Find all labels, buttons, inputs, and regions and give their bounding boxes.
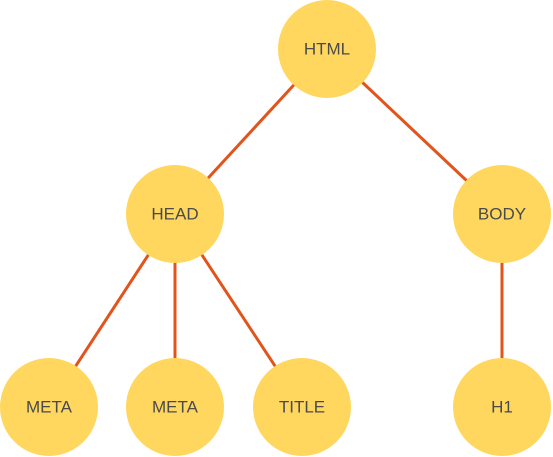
node-h1: H1 bbox=[453, 358, 551, 456]
node-circle-body bbox=[453, 165, 551, 263]
node-head: HEAD bbox=[126, 165, 224, 263]
edge-head-meta1 bbox=[74, 253, 150, 368]
tree-edges bbox=[74, 81, 504, 368]
node-label-h1: H1 bbox=[491, 398, 513, 417]
edge-html-body bbox=[361, 81, 468, 182]
node-circle-title bbox=[253, 358, 351, 456]
node-label-meta-1: META bbox=[26, 398, 73, 417]
node-label-html: HTML bbox=[304, 40, 350, 59]
node-circle-head bbox=[126, 165, 224, 263]
node-title: TITLE bbox=[253, 358, 351, 456]
node-meta-1: META bbox=[0, 358, 98, 456]
node-label-head: HEAD bbox=[151, 205, 198, 224]
node-meta-2: META bbox=[126, 358, 224, 456]
node-circle-h1 bbox=[453, 358, 551, 456]
node-label-meta-2: META bbox=[152, 398, 199, 417]
node-label-body: BODY bbox=[478, 205, 526, 224]
node-circle-meta-1 bbox=[0, 358, 98, 456]
edge-head-title bbox=[200, 253, 277, 368]
node-circle-meta-2 bbox=[126, 358, 224, 456]
node-label-title: TITLE bbox=[279, 398, 325, 417]
edge-html-head bbox=[206, 83, 296, 180]
node-html: HTML bbox=[278, 0, 376, 98]
node-circle-html bbox=[278, 0, 376, 98]
node-body: BODY bbox=[453, 165, 551, 263]
